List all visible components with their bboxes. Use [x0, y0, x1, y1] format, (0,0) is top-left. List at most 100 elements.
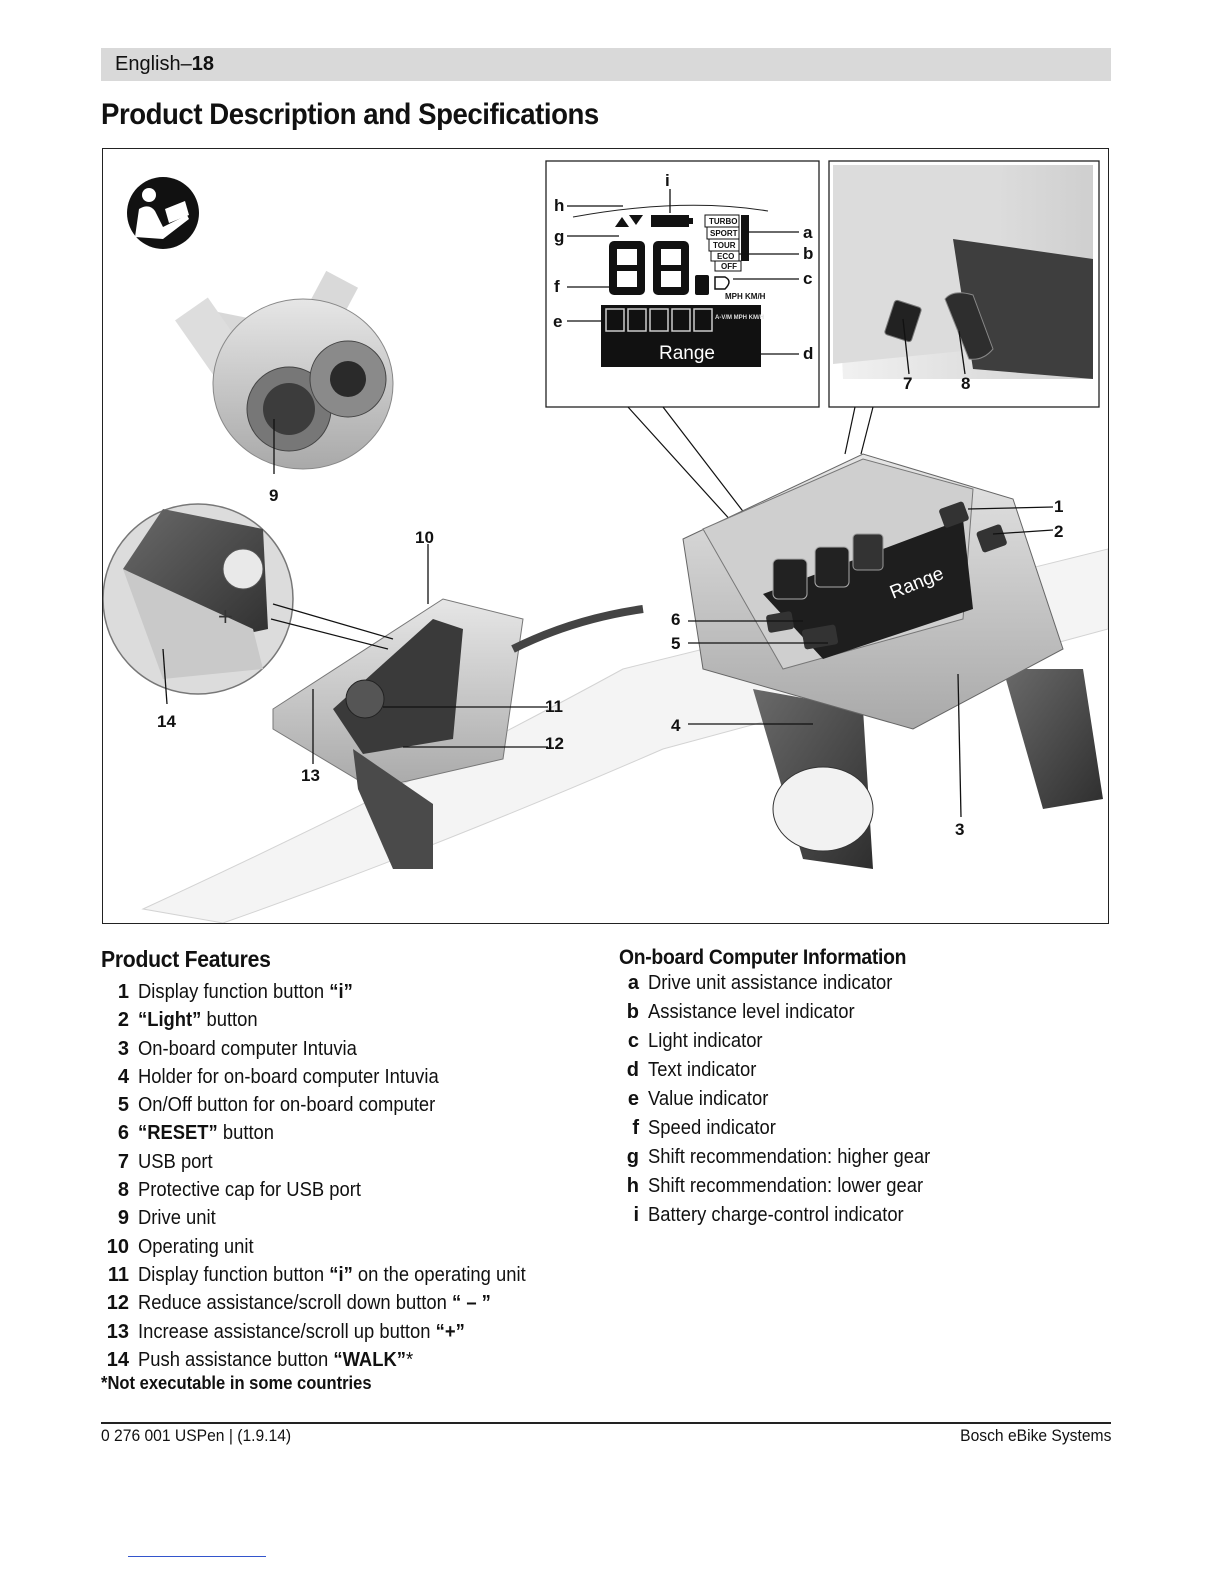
drive-unit-illustration: [175, 270, 394, 470]
lcd-letter-a: a: [803, 223, 813, 242]
item-text: Drive unit assistance indicator: [648, 972, 893, 994]
callout-14: 14: [157, 712, 176, 731]
item-letter: g: [626, 1146, 639, 1168]
list-item: c Light indicator: [619, 1030, 955, 1059]
item-text-bold: “i”: [329, 981, 353, 1003]
item-num: 8: [117, 1179, 129, 1202]
page-header-text: English–18: [115, 53, 214, 76]
item-text-plain: Increase assistance/scroll up button: [138, 1320, 436, 1343]
item-text: On/Off button for on-board computer: [138, 1094, 435, 1117]
item-num: 13: [106, 1320, 129, 1343]
list-item: e Value indicator: [619, 1088, 955, 1117]
list-item: 2“Light” button: [101, 1009, 559, 1037]
item-text: Increase assistance/scroll up button “+”: [138, 1321, 465, 1344]
list-item: 14 Push assistance button “WALK”*: [101, 1349, 559, 1377]
item-num: 1: [117, 981, 129, 1003]
callout-3: 3: [955, 820, 964, 839]
lcd-mode-eco: ECO: [717, 252, 734, 261]
walk-button-detail: +: [103, 503, 294, 695]
lcd-detail-box: TURBO SPORT TOUR ECO OFF MPH KM/H A-V/M: [545, 160, 820, 408]
item-num: 14: [106, 1348, 129, 1371]
product-illustration: + TURBO SPORT TOUR ECO OFF: [103, 160, 1108, 923]
item-text: Push assistance button “WALK”*: [138, 1349, 413, 1372]
item-letter: h: [626, 1175, 639, 1197]
lcd-mode-off: OFF: [721, 262, 737, 271]
callout-2: 2: [1054, 522, 1063, 541]
lcd-mode-tour: TOUR: [713, 241, 736, 250]
item-text-bold: “RESET”: [138, 1122, 218, 1145]
item-text-bold: “Light”: [138, 1009, 202, 1032]
features-footnote: *Not executable in some countries: [101, 1373, 372, 1393]
item-text-after: button: [217, 1122, 275, 1145]
zoom-connector-lines: [270, 406, 874, 650]
item-text: Shift recommendation: lower gear: [648, 1175, 924, 1197]
lcd-letter-i: i: [665, 171, 670, 190]
item-text: Assistance level indicator: [648, 1001, 855, 1023]
item-text: Display function button “i”: [138, 981, 353, 1004]
item-letter: d: [626, 1059, 639, 1081]
list-item: d Text indicator: [619, 1059, 955, 1088]
item-text: Light indicator: [648, 1030, 763, 1052]
page-title: Product Description and Specifications: [101, 98, 599, 131]
callout-8: 8: [961, 374, 970, 393]
footer-divider: [101, 1422, 1111, 1424]
list-item: 6 “RESET” button: [101, 1122, 559, 1150]
callout-leader-lines: [162, 419, 1054, 818]
item-letter: e: [627, 1088, 639, 1110]
item-text-after: button: [201, 1009, 258, 1032]
lcd-letter-f: f: [554, 277, 560, 296]
list-item: 1 Display function button “i”: [101, 981, 559, 1009]
item-text-plain: On-board computer Intuvia: [138, 1037, 357, 1060]
info-heading: On-board Computer Information: [619, 946, 907, 969]
svg-text:+: +: [217, 604, 234, 628]
item-letter: i: [633, 1204, 639, 1226]
list-item: h Shift recommendation: lower gear: [619, 1175, 955, 1204]
item-text: Display function button “i” on the opera…: [138, 1264, 526, 1287]
item-num: 5: [117, 1094, 129, 1117]
item-text-plain: Operating unit: [138, 1235, 254, 1258]
footer-doc-id: 0 276 001 USPen | (1.9.14): [101, 1426, 292, 1445]
item-text-plain: On/Off button for on-board computer: [138, 1094, 436, 1117]
item-text-bold: “+”: [435, 1320, 465, 1343]
item-num: 10: [106, 1235, 129, 1258]
item-text: Value indicator: [648, 1088, 769, 1110]
lcd-range-text: Range: [659, 343, 715, 364]
item-text: Operating unit: [138, 1236, 254, 1259]
item-text-plain: Drive unit: [138, 1207, 216, 1230]
item-num: 9: [117, 1207, 129, 1230]
lcd-mode-turbo: TURBO: [709, 217, 737, 226]
lcd-mode-sport: SPORT: [710, 229, 738, 238]
header-separator: –: [180, 53, 192, 75]
light-indicator-icon: [714, 276, 730, 290]
item-letter: c: [627, 1030, 639, 1052]
header-page-number: 18: [191, 53, 214, 75]
item-num: 6: [117, 1122, 129, 1145]
device-speed-digits: [772, 533, 884, 600]
lcd-letter-c: c: [803, 269, 812, 288]
item-text: Text indicator: [648, 1059, 757, 1081]
lcd-leader-lines: [567, 189, 799, 355]
item-letter: f: [632, 1117, 639, 1139]
item-text-after: *: [405, 1348, 414, 1371]
lcd-letter-g: g: [554, 227, 564, 246]
lcd-letter-h: h: [554, 196, 564, 215]
item-text-plain: Holder for on-board computer Intuvia: [138, 1065, 439, 1088]
lcd-unit-labels: A-V/M MPH KM/H: [715, 315, 764, 321]
usb-detail-box: [828, 160, 1100, 408]
item-num: 12: [106, 1292, 129, 1315]
features-list: 1 Display function button “i” 2“Light” bu…: [101, 981, 559, 1377]
item-text-after: on the operating unit: [352, 1263, 526, 1286]
product-figure: + TURBO SPORT TOUR ECO OFF: [102, 148, 1109, 924]
callout-12: 12: [545, 734, 564, 753]
lcd-speed-digits: [609, 241, 709, 295]
page-header-bar: English–18: [101, 48, 1111, 81]
